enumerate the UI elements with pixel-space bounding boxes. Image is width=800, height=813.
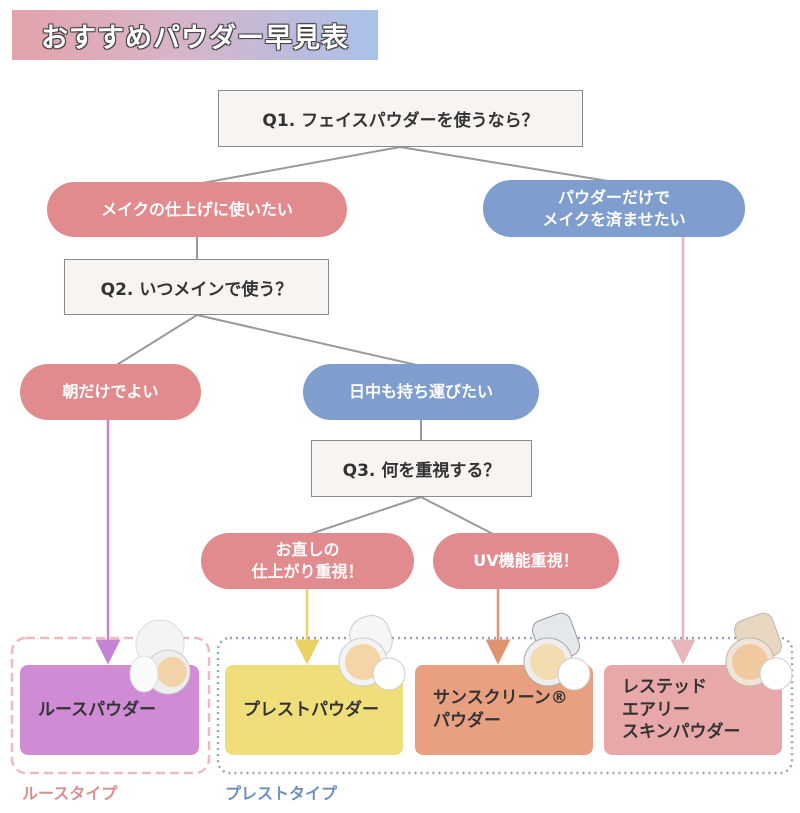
pressed-powder-compact-image [338, 615, 406, 691]
loose-type-label: ルースタイプ [22, 784, 118, 803]
airy-skin-compact-image [725, 612, 793, 691]
loose-type-group [10, 636, 211, 775]
pressed-type-label: プレストタイプ [225, 784, 338, 803]
loose-powder-image [129, 619, 191, 695]
answer-powder-only: パウダーだけで メイクを済ませたい [483, 180, 745, 237]
question-1: Q1. フェイスパウダーを使うなら？ [218, 90, 583, 147]
pressed-type-group [216, 636, 794, 775]
connector-line [306, 496, 496, 536]
question-3: Q3. 何を重視する？ [311, 440, 532, 497]
page-title: おすすめパウダー早見表 [12, 10, 378, 60]
answer-touchup-finish: お直しの 仕上がり重視！ [201, 533, 414, 589]
answer-finish-makeup: メイクの仕上げに使いたい [47, 182, 347, 237]
answer-uv-function: UV機能重視！ [433, 533, 619, 589]
connector-line [114, 314, 422, 367]
answer-carry-daytime: 日中も持ち運びたい [303, 364, 539, 420]
sunscreen-compact-image [523, 612, 591, 691]
question-2: Q2. いつメインで使う？ [64, 259, 329, 315]
answer-morning-only: 朝だけでよい [20, 364, 201, 420]
connector-line [196, 146, 615, 185]
